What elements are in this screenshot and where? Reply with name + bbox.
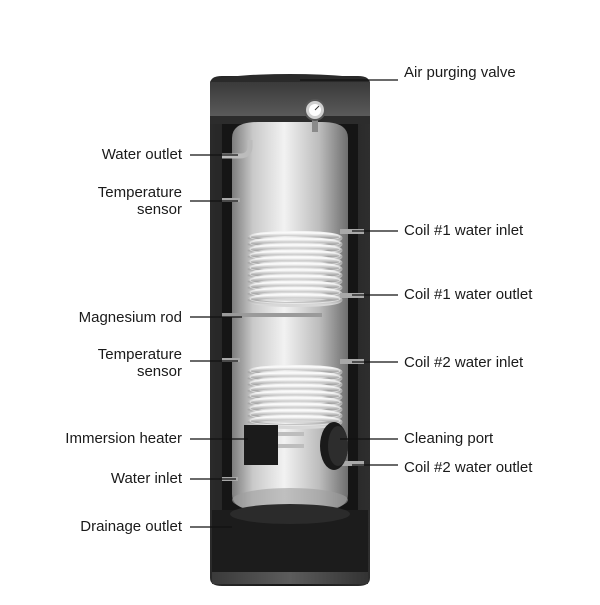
label-temperature-sensor-bottom-line1: Temperature [97, 346, 182, 363]
sensor-stubs [222, 198, 240, 362]
coil-turn [247, 249, 343, 264]
coil-highlight [249, 294, 341, 304]
water-outlet-pipe [222, 140, 253, 159]
coil-turn [247, 280, 343, 295]
coil-turn [247, 408, 343, 423]
leader-lines [190, 79, 398, 528]
coil-turn [247, 402, 343, 417]
coil-turn [247, 243, 343, 258]
coil-turn [247, 390, 343, 404]
label-drainage-outlet: Drainage outlet [80, 518, 182, 535]
label-immersion-heater: Immersion heater [65, 430, 182, 447]
label-magnesium-rod: Magnesium rod [78, 309, 182, 326]
immersion-heater-shape [244, 425, 304, 465]
magnesium-rod-shape [222, 313, 322, 317]
label-water-outlet: Water outlet [101, 146, 182, 163]
coil-turn [247, 274, 343, 289]
label-coil1-water-outlet: Coil #1 water outlet [404, 286, 533, 303]
coil-turn [247, 262, 343, 276]
label-coil2-water-inlet: Coil #2 water inlet [404, 354, 524, 371]
coil-turn [247, 377, 343, 392]
label-cleaning-port: Cleaning port [404, 430, 494, 447]
coil-highlight [249, 416, 341, 426]
label-coil1-water-inlet: Coil #1 water inlet [404, 222, 524, 239]
coil-turn [247, 268, 343, 283]
coil-turn [247, 396, 343, 411]
label-temperature-sensor-top-line1: Temperature [97, 184, 182, 201]
pressure-gauge [304, 99, 326, 132]
coil-turn [247, 371, 343, 386]
label-air-purging-valve: Air purging valve [404, 64, 516, 81]
cleaning-port-shape [320, 422, 348, 470]
coil-turn [247, 383, 343, 398]
coil-turn [247, 231, 343, 245]
label-water-inlet: Water inlet [110, 470, 182, 487]
coil-turn [247, 365, 343, 379]
label-coil2-water-outlet: Coil #2 water outlet [404, 459, 533, 476]
coil-turn [247, 415, 343, 429]
coil-turn [247, 237, 343, 252]
coil-turn [247, 293, 343, 307]
top-lid [210, 74, 370, 124]
label-temperature-sensor-bottom-line2: sensor [136, 363, 182, 380]
coil-turn [247, 255, 343, 270]
label-temperature-sensor-top-line2: sensor [136, 201, 182, 218]
coil-2 [247, 365, 343, 429]
base [212, 504, 368, 584]
